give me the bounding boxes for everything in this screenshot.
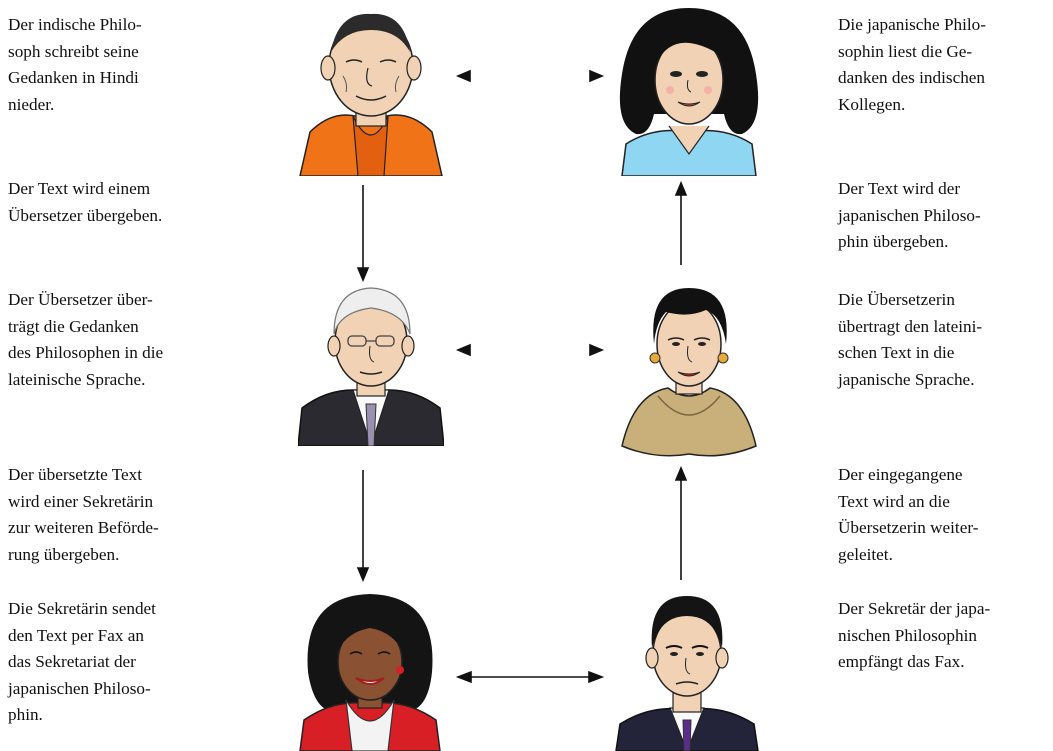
arrow-down-2-head [356, 567, 370, 583]
step-japanese-philosopher-text: Die japanische Philo- sophin liest die G… [838, 15, 986, 114]
male-translator-portrait [298, 284, 444, 446]
indian-philosopher-portrait [298, 4, 444, 176]
step-translator-japanese-text: Die Übersetzerin übertragt den lateini- … [838, 290, 983, 389]
arrow-down-1-head [356, 267, 370, 283]
arrowhead-right-middle [589, 343, 605, 357]
arrow-up-2-head [674, 180, 688, 196]
step-forwarded-text: Der eingegangene Text wird an die Überse… [838, 465, 979, 564]
step-to-japanese-philosopher-text: Der Text wird der japanischen Philoso- p… [838, 179, 981, 251]
female-translator-portrait [618, 284, 760, 460]
fax-arrowhead-left [455, 670, 472, 684]
arrowhead-left-middle [455, 343, 471, 357]
step-to-translator-text: Der Text wird einem Übersetzer übergeben… [8, 179, 163, 225]
female-secretary-portrait [296, 592, 444, 751]
male-secretary-portrait [614, 592, 760, 751]
arrow-up-1-head [674, 465, 688, 481]
step-secretary-fax-text: Die Sekretärin sendet den Text per Fax a… [8, 599, 156, 724]
japanese-philosopher-portrait [614, 4, 764, 176]
arrowhead-right-top [589, 69, 605, 83]
step-indian-philosopher-text: Der indische Philo- soph schreibt seine … [8, 15, 142, 114]
step-to-secretary-text: Der übersetzte Text wird einer Sekretäri… [8, 465, 159, 564]
arrowhead-left-top [455, 69, 471, 83]
fax-arrowhead-right [588, 670, 605, 684]
step-translator-latin-text: Der Übersetzer über- trägt die Gedanken … [8, 290, 164, 389]
step-secretary-receives-text: Der Sekretär der japa- nischen Philosoph… [838, 599, 991, 671]
